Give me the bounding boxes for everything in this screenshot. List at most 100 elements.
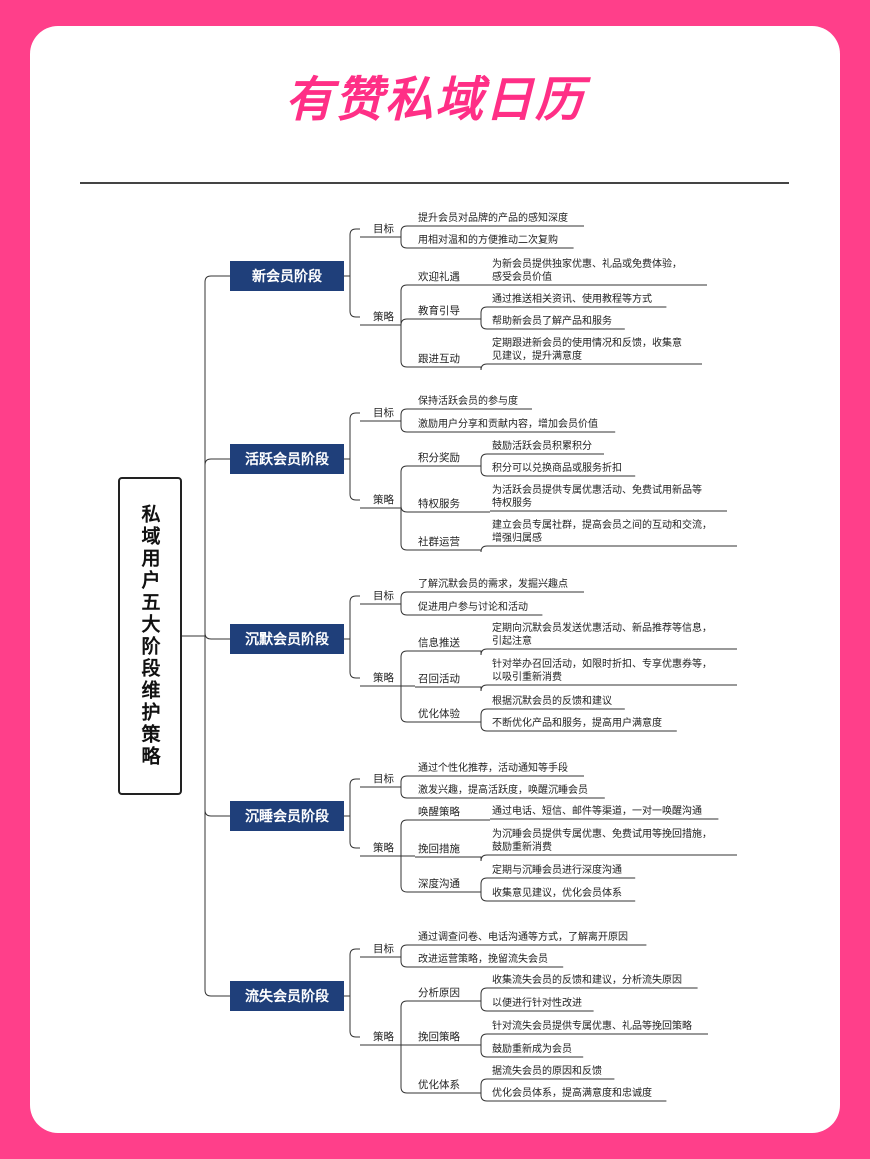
stage-node-2: 沉默会员阶段 — [230, 624, 344, 654]
strategy-name: 深度沟通 — [418, 878, 460, 890]
stage-connector — [199, 635, 230, 817]
goal-connector — [395, 225, 415, 238]
goal-item: 促进用户参与讨论和活动 — [418, 602, 528, 613]
item-connector — [475, 453, 490, 467]
stage-node-1: 活跃会员阶段 — [230, 444, 344, 474]
stage-node-0: 新会员阶段 — [230, 261, 344, 291]
strategy-item: 建立会员专属社群，提高会员之间的互动和交流，增强归属感 — [492, 520, 712, 544]
branch-connector — [344, 275, 360, 318]
item-connector — [475, 877, 490, 893]
goal-label: 目标 — [373, 943, 394, 955]
item-connector — [475, 684, 490, 692]
strategy-name: 特权服务 — [418, 498, 460, 510]
strategy-item: 为沉睡会员提供专属优惠、免费试用等挽回措施，鼓励重新消费 — [492, 829, 712, 853]
item-connector — [475, 854, 490, 862]
stage-node-3: 沉睡会员阶段 — [230, 801, 344, 831]
strategy-item: 定期跟进新会员的使用情况和反馈，收集意见建议，提升满意度 — [492, 338, 682, 362]
strategy-item: 收集意见建议，优化会员体系 — [492, 888, 622, 899]
item-connector — [475, 1033, 490, 1046]
strategy-connector — [395, 505, 415, 513]
stage-connector — [199, 635, 230, 997]
strategy-name: 积分奖励 — [418, 452, 460, 464]
strategy-name: 跟进互动 — [418, 353, 460, 365]
strategy-name: 挽回策略 — [418, 1031, 460, 1043]
branch-connector — [344, 458, 360, 501]
item-connector — [475, 1092, 490, 1102]
strategy-label: 策略 — [373, 1031, 394, 1043]
strategy-item: 不断优化产品和服务，提高用户满意度 — [492, 718, 662, 729]
strategy-item: 积分可以兑换商品或服务折扣 — [492, 463, 622, 474]
goal-item: 用相对温和的方便推动二次复购 — [418, 235, 558, 246]
strategy-name: 优化体系 — [418, 1079, 460, 1091]
strategy-label: 策略 — [373, 311, 394, 323]
strategy-item: 为新会员提供独家优惠、礼品或免费体验，感受会员价值 — [492, 259, 682, 283]
item-connector — [475, 648, 490, 656]
branch-connector — [344, 638, 360, 679]
item-connector — [475, 465, 490, 477]
strategy-name: 社群运营 — [418, 536, 460, 548]
strategy-name: 教育引导 — [418, 305, 460, 317]
item-connector — [475, 318, 490, 330]
root-node: 私域用户五大阶段维护策略 — [118, 477, 182, 795]
branch-connector — [344, 948, 360, 997]
strategy-connector — [395, 1044, 415, 1094]
item-connector — [475, 708, 490, 723]
strategy-connector — [395, 1000, 415, 1046]
strategy-item: 优化会员体系，提高满意度和忠诚度 — [492, 1088, 652, 1099]
goal-label: 目标 — [373, 590, 394, 602]
item-connector — [475, 545, 490, 553]
strategy-connector — [395, 819, 415, 857]
strategy-item: 收集流失会员的反馈和建议，分析流失原因 — [492, 975, 682, 986]
strategy-name: 欢迎礼遇 — [418, 271, 460, 283]
strategy-connector — [395, 685, 415, 723]
strategy-name: 信息推送 — [418, 637, 460, 649]
strategy-connector — [395, 650, 415, 687]
strategy-item: 通过推送相关资讯、使用教程等方式 — [492, 294, 652, 305]
goal-item: 激励用户分享和贡献内容，增加会员价值 — [418, 419, 598, 430]
title-divider — [80, 182, 789, 184]
strategy-label: 策略 — [373, 494, 394, 506]
strategy-item: 根据沉默会员的反馈和建议 — [492, 696, 612, 707]
goal-label: 目标 — [373, 773, 394, 785]
strategy-name: 唤醒策略 — [418, 806, 460, 818]
strategy-item: 为活跃会员提供专属优惠活动、免费试用新品等特权服务 — [492, 485, 702, 509]
page-title: 有赞私域日历 — [284, 72, 585, 128]
content-card — [30, 26, 840, 1133]
strategy-label: 策略 — [373, 672, 394, 684]
item-connector — [475, 721, 490, 732]
goal-item: 提升会员对品牌的产品的感知深度 — [418, 213, 568, 224]
strategy-connector — [395, 465, 415, 509]
item-connector — [475, 987, 490, 1002]
branch-connector — [344, 228, 360, 277]
goal-connector — [395, 420, 415, 433]
goal-connector — [395, 236, 415, 249]
goal-connector — [395, 956, 415, 968]
branch-connector — [344, 412, 360, 460]
strategy-label: 策略 — [373, 842, 394, 854]
goal-connector — [395, 775, 415, 788]
item-connector — [475, 1000, 490, 1012]
goal-item: 了解沉默会员的需求，发掘兴趣点 — [418, 579, 568, 590]
strategy-name: 分析原因 — [418, 987, 460, 999]
goal-connector — [395, 591, 415, 605]
branch-connector — [344, 595, 360, 640]
item-connector — [475, 363, 490, 371]
strategy-connector — [395, 324, 415, 368]
goal-connector — [395, 603, 415, 616]
branch-connector — [344, 815, 360, 849]
item-connector — [475, 306, 490, 320]
item-connector — [475, 1078, 490, 1094]
item-connector — [475, 891, 490, 902]
strategy-item: 以便进行针对性改进 — [492, 998, 582, 1009]
strategy-name: 挽回措施 — [418, 843, 460, 855]
strategy-item: 定期与沉睡会员进行深度沟通 — [492, 865, 622, 876]
goal-item: 改进运营策略，挽留流失会员 — [418, 954, 548, 965]
goal-item: 保持活跃会员的参与度 — [418, 396, 518, 407]
goal-connector — [395, 408, 415, 422]
goal-connector — [395, 786, 415, 799]
goal-item: 通过个性化推荐，活动通知等手段 — [418, 763, 568, 774]
strategy-item: 通过电话、短信、邮件等渠道，一对一唤醒沟通 — [492, 806, 702, 817]
stage-node-4: 流失会员阶段 — [230, 981, 344, 1011]
item-connector — [475, 1044, 490, 1058]
